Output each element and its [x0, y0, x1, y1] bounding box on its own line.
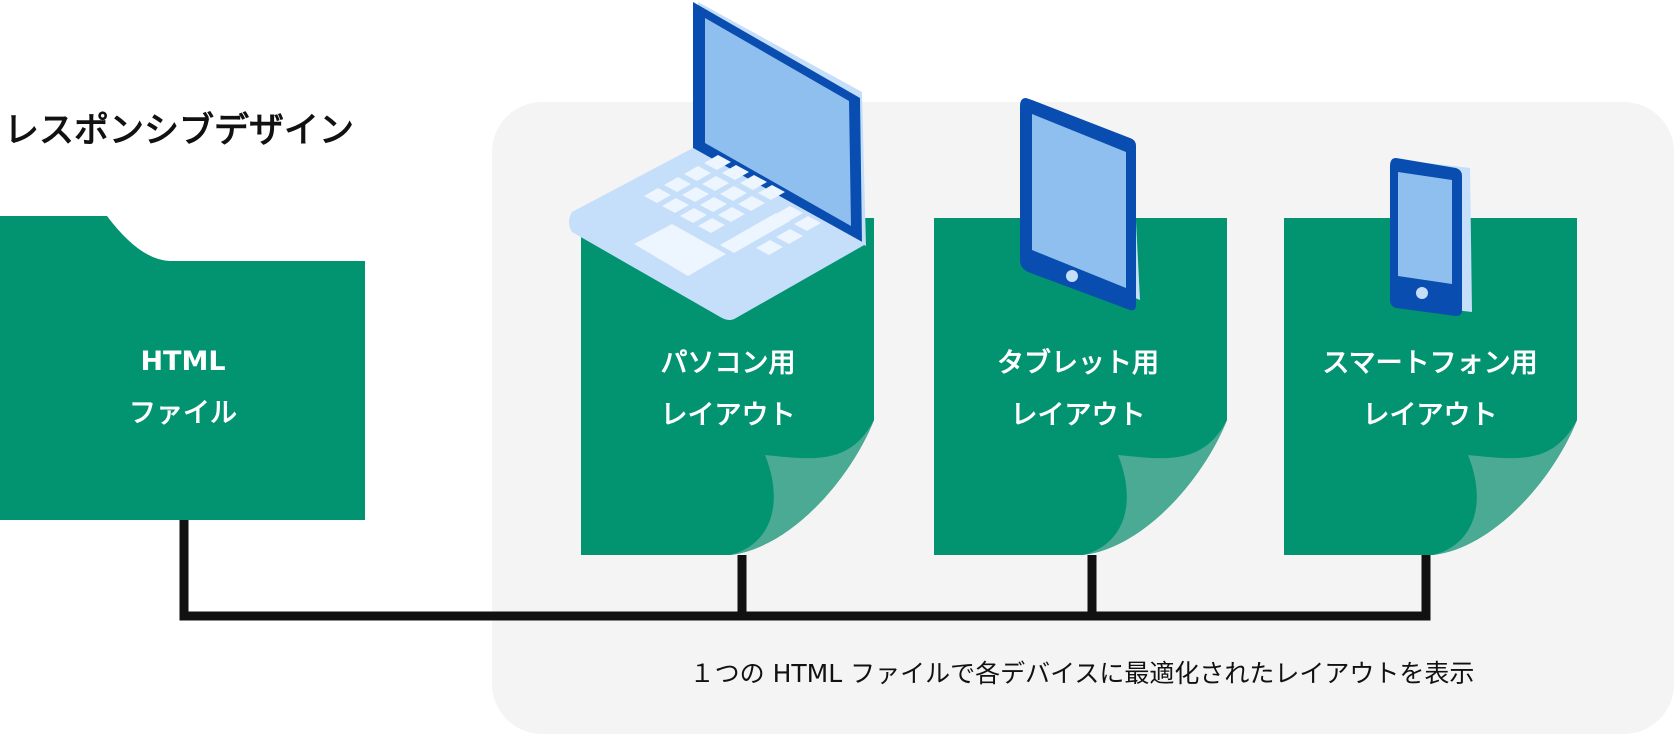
folder-label-line2: ファイル — [129, 398, 237, 429]
pc-layout-label-line2: レイアウト — [661, 400, 796, 431]
connector-lines — [179, 519, 1431, 621]
diagram-caption: １つの HTML ファイルで各デバイスに最適化されたレイアウトを表示 — [690, 659, 1475, 688]
smartphone-layout-label-line2: レイアウト — [1363, 400, 1498, 431]
tablet-icon — [1020, 98, 1140, 311]
page-curl — [730, 420, 874, 555]
diagram-title: レスポンシブデザイン — [4, 110, 354, 151]
html-file-folder: HTML ファイル — [0, 216, 365, 520]
pc-layout-label-line1: パソコン用 — [661, 348, 796, 379]
tablet-layout-label-line1: タブレット用 — [997, 347, 1159, 379]
page-curl — [1433, 420, 1577, 555]
folder-icon — [0, 216, 365, 520]
smartphone-layout-card: スマートフォン用 レイアウト — [1284, 218, 1577, 555]
laptop-icon — [569, 2, 866, 320]
smartphone-layout-label-line1: スマートフォン用 — [1322, 348, 1537, 379]
tablet-layout-label-line2: レイアウト — [1011, 400, 1146, 431]
smartphone-icon — [1390, 158, 1472, 316]
page-curl — [1083, 420, 1227, 555]
folder-label-line1: HTML — [140, 346, 225, 377]
pc-layout-card: パソコン用 レイアウト — [581, 218, 874, 555]
tablet-layout-card: タブレット用 レイアウト — [934, 218, 1227, 555]
